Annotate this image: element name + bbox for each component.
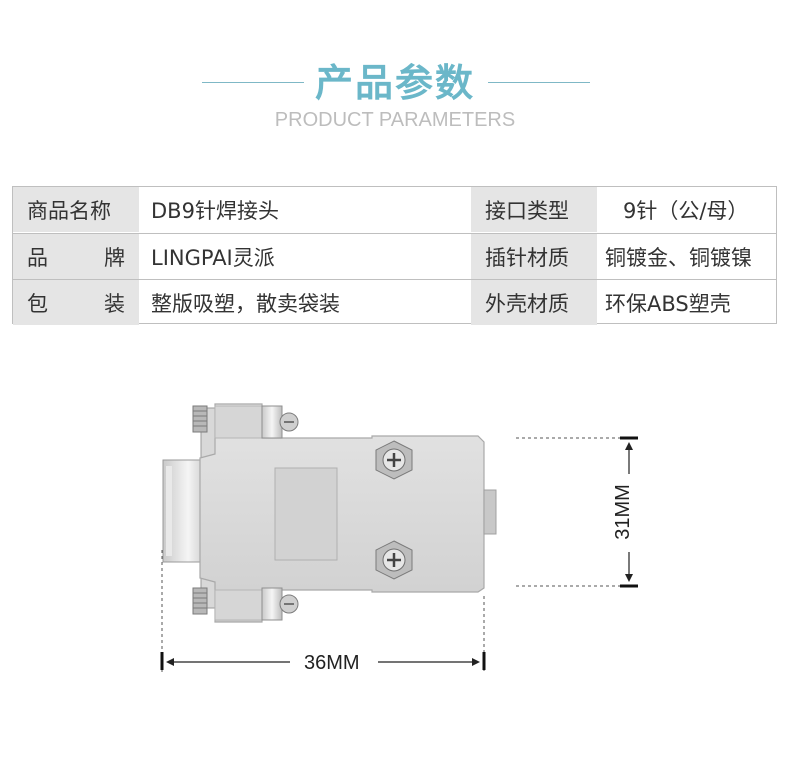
height-dimension-label: 31MM <box>611 484 634 540</box>
table-row: 商品名称 DB9针焊接头 接口类型 9针（公/母） <box>13 187 776 232</box>
height-dimension <box>516 436 638 588</box>
param-label: 外壳材质 <box>471 280 597 325</box>
param-label: 插针材质 <box>471 234 597 279</box>
param-value: 整版吸塑，散卖袋装 <box>151 291 340 316</box>
section-title: 产品参数 <box>314 61 475 105</box>
param-value: DB9针焊接头 <box>151 198 279 223</box>
section-subtitle: PRODUCT PARAMETERS <box>274 109 516 131</box>
param-label: 商品名称 <box>13 187 139 232</box>
param-value: LINGPAI灵派 <box>151 245 275 270</box>
param-label-char: 牌 <box>104 245 125 270</box>
screw-icon <box>192 405 208 433</box>
param-label-char: 包 <box>27 291 48 316</box>
param-label-char: 装 <box>104 291 125 316</box>
title-rule-left <box>202 82 304 83</box>
bracket-screw-icon <box>261 587 299 621</box>
params-table: 商品名称 DB9针焊接头 接口类型 9针（公/母） 品 牌 LINGPAI灵派 … <box>12 186 777 325</box>
width-dimension-label: 36MM <box>304 652 360 674</box>
hex-screw-icon <box>375 440 413 480</box>
hex-screw-icon <box>375 540 413 580</box>
title-rule-right <box>488 82 590 83</box>
param-label: 包 装 <box>13 280 139 325</box>
table-row: 品 牌 LINGPAI灵派 插针材质 铜镀金、铜镀镍 <box>13 233 776 279</box>
bracket-screw-icon <box>261 405 299 439</box>
param-label-char: 品 <box>27 245 48 270</box>
param-value: 铜镀金、铜镀镍 <box>605 245 752 270</box>
param-value: 环保ABS塑壳 <box>605 291 731 316</box>
width-dimension <box>160 550 486 672</box>
connector-shell <box>199 403 497 623</box>
screw-icon <box>192 587 208 615</box>
table-row: 包 装 整版吸塑，散卖袋装 外壳材质 环保ABS塑壳 <box>13 279 776 325</box>
param-value: 9针（公/母） <box>623 198 749 223</box>
param-label: 接口类型 <box>471 187 597 232</box>
connector-drawing <box>160 403 638 672</box>
param-label: 品 牌 <box>13 234 139 279</box>
